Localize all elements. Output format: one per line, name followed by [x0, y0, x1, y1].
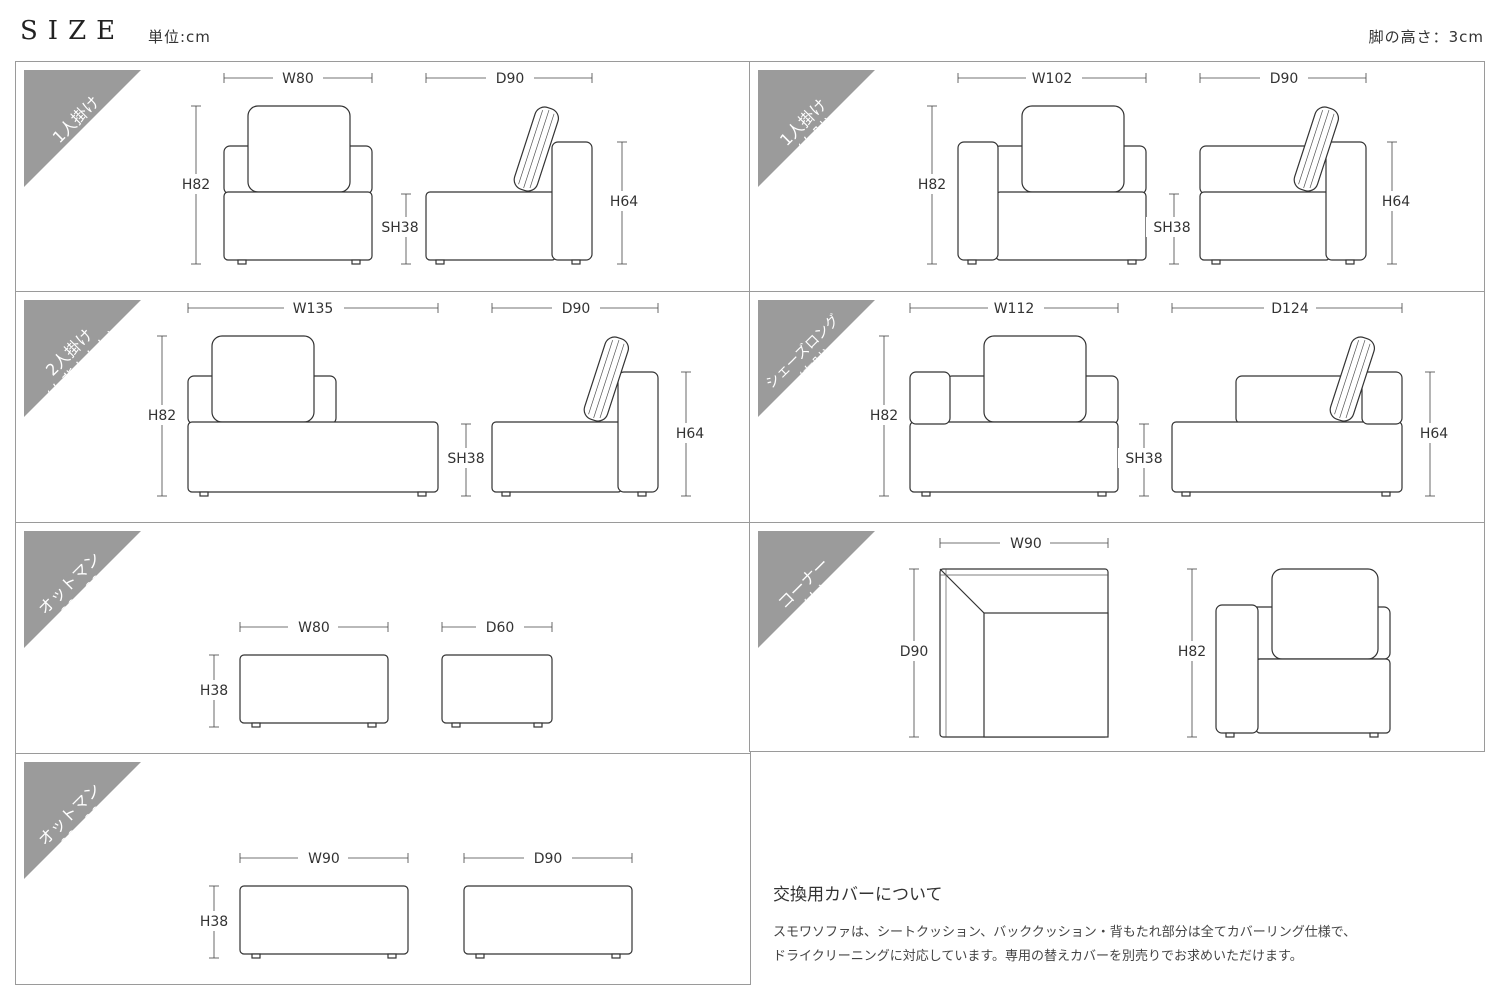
dim-arm-height-label: H64: [610, 194, 638, 210]
dim-height: H38: [192, 885, 236, 959]
dim-arm-height: H64: [668, 371, 712, 497]
leg-height-label: 脚の高さ：3cm: [1368, 28, 1484, 46]
dim-height-label: H38: [200, 914, 228, 930]
dim-arm-height-label: H64: [1382, 194, 1410, 210]
single-seat-drawing: W80 H82 SH38 D90: [176, 68, 648, 265]
dim-height: H82: [864, 335, 904, 497]
dim-height: H82: [176, 105, 216, 265]
dim-arm-height: H64: [1374, 141, 1418, 265]
dim-depth: D124: [1171, 298, 1403, 317]
dim-depth-label: D90: [534, 851, 563, 867]
dim-width-label: W80: [298, 620, 330, 636]
cover-note: 交換用カバーについて スモワソファは、シートクッション、バッククッション・背もた…: [773, 880, 1473, 969]
dim-seat-height-label: SH38: [447, 451, 484, 467]
dim-seat-height: SH38: [440, 423, 496, 497]
dim-arm-height: H64: [1412, 371, 1456, 497]
front-view: [187, 335, 439, 497]
dim-width: W90: [239, 848, 409, 867]
panel-ottoman-80x60: オットマン 80×60 W80 H38 D60: [15, 522, 751, 754]
side-view: [491, 336, 659, 497]
dim-width: W80: [223, 68, 373, 87]
side-view: [463, 885, 633, 959]
dim-height-label: H38: [200, 683, 228, 699]
cover-note-title: 交換用カバーについて: [773, 885, 943, 905]
dim-depth-label: D90: [496, 71, 525, 87]
cover-note-line: スモワソファは、シートクッション、バッククッション・背もたれ部分は全てカバーリン…: [773, 925, 1357, 940]
dim-width: W102: [957, 68, 1147, 87]
dim-width: W90: [939, 533, 1109, 552]
two-seat-drawing: W135 H82 SH38 D90: [142, 298, 712, 497]
unit-label: 単位:cm: [148, 28, 211, 46]
dim-arm-height-label: H64: [1420, 426, 1448, 442]
dim-height: H82: [912, 105, 952, 265]
panel-single-seat-left-arm: 1人掛け (左肘) W102 H82 SH38: [749, 61, 1485, 292]
dim-depth-label: D60: [486, 620, 515, 636]
panel-single-seat: 1人掛け W80 H82 SH38: [15, 61, 751, 292]
dim-seat-height: SH38: [378, 193, 434, 265]
ottoman-80x60-drawing: W80 H38 D60: [192, 617, 553, 728]
dim-height: H38: [192, 654, 236, 728]
cover-note-line: ドライクリーニングに対応しています。専用の替えカバーを別売りでお求めいただけます…: [773, 949, 1303, 964]
top-view: [939, 568, 1109, 738]
dim-width-label: W135: [293, 301, 334, 317]
dim-width-label: W112: [994, 301, 1035, 317]
corner-drawing: W90 D90 H82: [892, 533, 1391, 738]
panel-ottoman-90x90: オットマン 90×90 W90 H38 D90: [15, 753, 751, 985]
single-seat-left-arm-drawing: W102 H82 SH38 D90: [912, 68, 1418, 265]
dim-seat-height-label: SH38: [381, 220, 418, 236]
dim-depth-label: D90: [562, 301, 591, 317]
chaise-long-drawing: W112 H82 SH38 D124: [864, 298, 1456, 497]
cover-note-body: スモワソファは、シートクッション、バッククッション・背もたれ部分は全てカバーリン…: [773, 921, 1473, 969]
dim-seat-height: SH38: [1118, 423, 1174, 497]
side-view: [441, 654, 553, 728]
front-view: [223, 105, 373, 265]
panel-corner-left: コーナー (左) W90 D90 H82: [749, 522, 1485, 752]
dim-depth-label: D124: [1271, 301, 1309, 317]
dim-arm-height-label: H64: [676, 426, 704, 442]
panel-two-seat-left-back: 2人掛け (左背もたれ) W135 H82 SH38: [15, 291, 751, 523]
dim-seat-height-label: SH38: [1153, 220, 1190, 236]
dim-width: W135: [187, 298, 439, 317]
page-title: SIZE: [20, 16, 126, 46]
dim-arm-height: H64: [604, 141, 648, 265]
dim-seat-height-label: SH38: [1125, 451, 1162, 467]
front-view: [239, 654, 389, 728]
dim-depth-label: D90: [900, 644, 929, 660]
dim-height-label: H82: [918, 177, 946, 193]
dim-depth: D90: [892, 568, 936, 738]
dim-depth-label: D90: [1270, 71, 1299, 87]
panel-chaise-long-left-arm: シェーズロング (左肘) W112 H82 SH38: [749, 291, 1485, 523]
dim-depth: D60: [441, 617, 553, 636]
side-view: [1171, 336, 1403, 497]
dim-width-label: W90: [1010, 536, 1042, 552]
dim-height-label: H82: [870, 408, 898, 424]
front-view: [909, 335, 1119, 497]
dim-depth: D90: [463, 848, 633, 867]
dim-width-label: W102: [1032, 71, 1073, 87]
dim-height-label: H82: [182, 177, 210, 193]
dim-depth: D90: [425, 68, 593, 87]
dim-width: W112: [909, 298, 1119, 317]
dim-depth: D90: [491, 298, 659, 317]
dim-width-label: W80: [282, 71, 314, 87]
side-view: [1215, 568, 1391, 738]
dim-height-label: H82: [1178, 644, 1206, 660]
side-view: [425, 106, 593, 265]
dim-height: H82: [1172, 568, 1212, 738]
dim-width-label: W90: [308, 851, 340, 867]
side-view: [1199, 106, 1367, 265]
dim-height-label: H82: [148, 408, 176, 424]
dim-depth: D90: [1199, 68, 1367, 87]
dim-seat-height: SH38: [1146, 193, 1202, 265]
front-view: [957, 105, 1147, 265]
dim-height: H82: [142, 335, 182, 497]
dim-width: W80: [239, 617, 389, 636]
ottoman-90x90-drawing: W90 H38 D90: [192, 848, 633, 959]
front-view: [239, 885, 409, 959]
